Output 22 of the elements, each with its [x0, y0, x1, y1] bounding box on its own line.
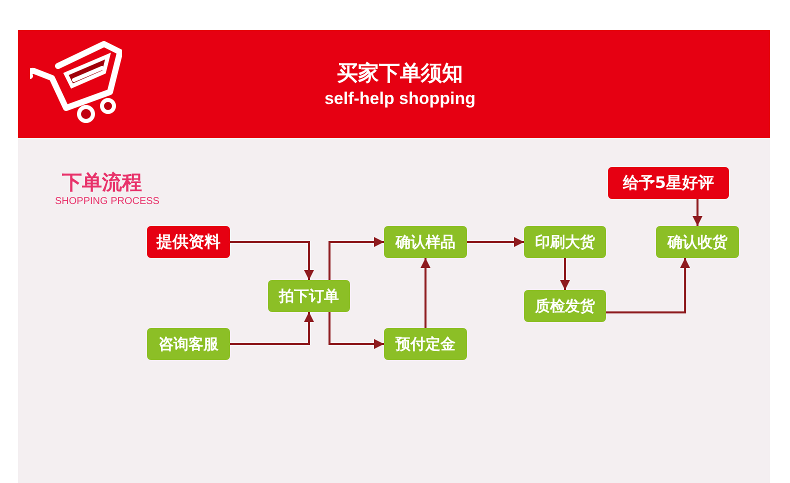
- arrow: [467, 237, 524, 247]
- process-step-box: 咨询客服: [147, 328, 230, 360]
- highlight-step-box: 给予5星好评: [608, 167, 729, 199]
- process-step-box: 印刷大货: [524, 226, 606, 258]
- title: 买家下单须知: [336, 60, 464, 86]
- subtitle: self-help shopping: [323, 88, 477, 110]
- arrow: [606, 258, 690, 314]
- section-heading: 下单流程: [62, 170, 142, 194]
- highlight-step-box: 提供资料: [147, 226, 230, 258]
- process-step-box: 确认收货: [656, 226, 739, 258]
- arrow: [420, 258, 430, 328]
- arrow: [328, 237, 384, 280]
- process-step-box: 预付定金: [384, 328, 467, 360]
- section-subheading: SHOPPING PROCESS: [55, 196, 160, 208]
- arrow: [692, 199, 702, 226]
- arrow: [328, 312, 384, 349]
- process-step-box: 拍下订单: [268, 280, 350, 312]
- arrow: [230, 312, 314, 345]
- process-step-box: 确认样品: [384, 226, 467, 258]
- arrow: [230, 241, 314, 280]
- process-step-box: 质检发货: [524, 290, 606, 322]
- arrow: [560, 258, 570, 290]
